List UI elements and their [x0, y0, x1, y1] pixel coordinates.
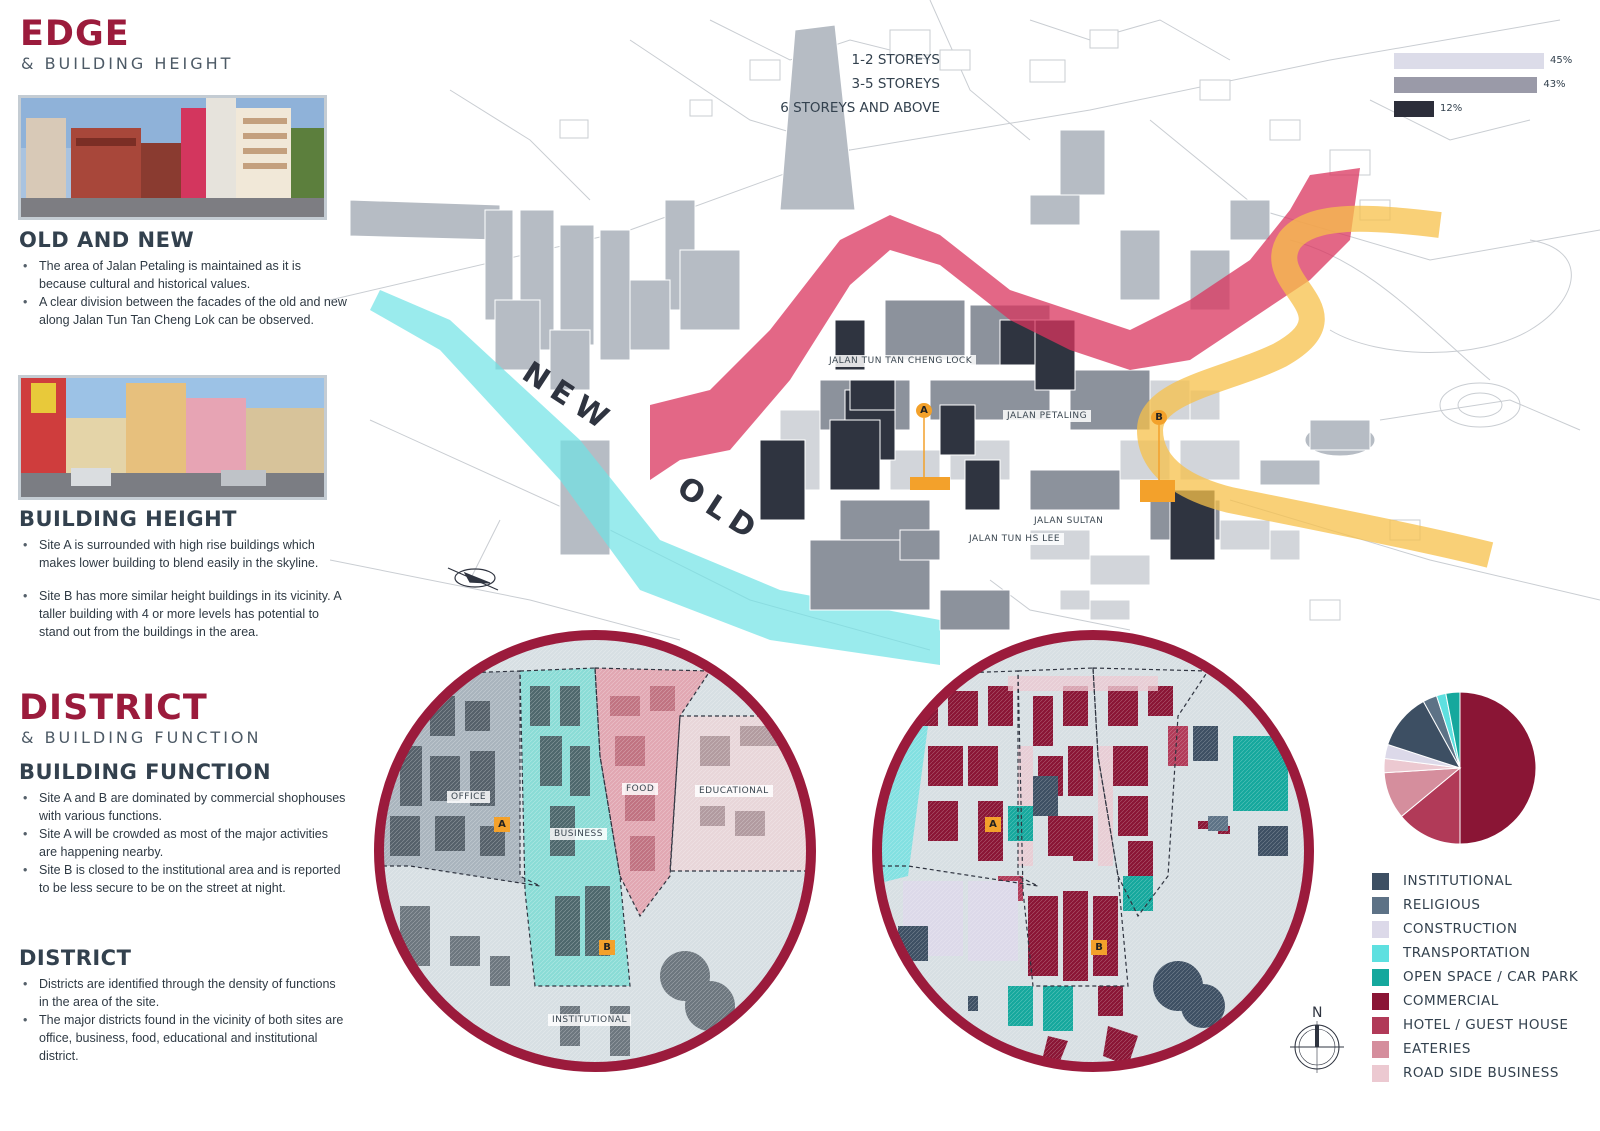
legend-label: ROAD SIDE BUSINESS: [1403, 1065, 1559, 1081]
legend-label: RELIGIOUS: [1403, 897, 1481, 913]
north-label: N: [1312, 1005, 1323, 1021]
function-circle-map: A B: [868, 626, 1318, 1076]
legend-item: COMMERCIAL: [1372, 992, 1499, 1010]
building-height-heading: BUILDING HEIGHT: [19, 507, 237, 531]
building-height-bullet-2: Site B has more similar height buildings…: [23, 587, 347, 641]
street-photo-old-new: [18, 95, 327, 220]
axo-compass-icon: [447, 567, 499, 591]
legend-swatch: [1372, 1016, 1389, 1034]
legend-label: CONSTRUCTION: [1403, 921, 1518, 937]
legend-item: OPEN SPACE / CAR PARK: [1372, 968, 1578, 986]
old-new-heading: OLD AND NEW: [19, 228, 195, 252]
legend-item: EATERIES: [1372, 1040, 1471, 1058]
district-bullet-2: The major districts found in the vicinit…: [23, 1011, 347, 1065]
district-label-office: OFFICE: [447, 791, 491, 803]
legend-item: CONSTRUCTION: [1372, 920, 1518, 938]
legend-swatch: [1372, 992, 1389, 1010]
street-label-tan-cheng-lock: JALAN TUN TAN CHENG LOCK: [825, 355, 977, 367]
building-height-bullets: Site A is surrounded with high rise buil…: [21, 536, 347, 641]
legend-swatch: [1372, 944, 1389, 962]
district-bullet-1: Districts are identified through the den…: [23, 975, 347, 1011]
legend-item: TRANSPORTATION: [1372, 944, 1531, 962]
district-label-food: FOOD: [622, 783, 659, 795]
axonometric-height-map: NEW OLD JALAN TUN TAN CHENG LOCK JALAN P…: [330, 0, 1600, 670]
district-circle-map: OFFICE BUSINESS FOOD EDUCATIONAL INSTITU…: [370, 626, 820, 1076]
legend-item: INSTITUTIONAL: [1372, 872, 1512, 890]
legend-item: ROAD SIDE BUSINESS: [1372, 1064, 1559, 1082]
district-subtitle: & BUILDING FUNCTION: [21, 728, 262, 747]
function-pie-chart: [1380, 688, 1540, 848]
pie-slice: [1459, 691, 1537, 845]
building-height-bullet-1: Site A is surrounded with high rise buil…: [23, 536, 347, 572]
district-label-educational: EDUCATIONAL: [695, 785, 773, 797]
axo-site-a-marker: A: [916, 403, 932, 418]
building-function-heading: BUILDING FUNCTION: [19, 760, 272, 784]
legend-label: OPEN SPACE / CAR PARK: [1403, 969, 1579, 985]
building-function-bullets: Site A and B are dominated by commercial…: [21, 789, 347, 897]
street-label-hs-lee: JALAN TUN HS LEE: [965, 533, 1065, 545]
legend-label: EATERIES: [1403, 1041, 1471, 1057]
edge-title: EDGE: [20, 14, 130, 54]
district-site-b-marker: B: [599, 940, 615, 955]
legend-label: HOTEL / GUEST HOUSE: [1403, 1017, 1569, 1033]
legend-swatch: [1372, 1040, 1389, 1058]
district-heading: DISTRICT: [19, 946, 132, 970]
axo-site-b-marker: B: [1151, 410, 1167, 425]
district-site-a-marker: A: [494, 817, 510, 832]
legend-swatch: [1372, 896, 1389, 914]
legend-label: COMMERCIAL: [1403, 993, 1499, 1009]
old-new-bullet-1: The area of Jalan Petaling is maintained…: [23, 257, 347, 293]
street-photo-petaling: [18, 375, 327, 500]
building-function-bullet-2: Site A will be crowded as most of the ma…: [23, 825, 347, 861]
district-bullets: Districts are identified through the den…: [21, 975, 347, 1065]
function-site-b-marker: B: [1091, 940, 1107, 955]
district-label-institutional: INSTITUTIONAL: [548, 1014, 631, 1026]
pie-slice: [1445, 691, 1461, 769]
legend-swatch: [1372, 968, 1389, 986]
legend-swatch: [1372, 920, 1389, 938]
district-label-business: BUSINESS: [550, 828, 607, 840]
building-function-bullet-3: Site B is closed to the institutional ar…: [23, 861, 347, 897]
legend-label: TRANSPORTATION: [1403, 945, 1531, 961]
function-site-a-marker: A: [985, 817, 1001, 832]
district-title: DISTRICT: [19, 688, 208, 728]
north-compass: N: [1290, 1005, 1345, 1075]
north-arrow-icon: [1290, 1021, 1344, 1073]
street-label-petaling: JALAN PETALING: [1003, 410, 1092, 422]
old-new-bullets: The area of Jalan Petaling is maintained…: [21, 257, 347, 329]
legend-swatch: [1372, 1064, 1389, 1082]
legend-label: INSTITUTIONAL: [1403, 873, 1513, 889]
legend-item: RELIGIOUS: [1372, 896, 1480, 914]
legend-swatch: [1372, 872, 1389, 890]
street-label-sultan: JALAN SULTAN: [1030, 515, 1108, 527]
building-function-bullet-1: Site A and B are dominated by commercial…: [23, 789, 347, 825]
legend-item: HOTEL / GUEST HOUSE: [1372, 1016, 1568, 1034]
edge-subtitle: & BUILDING HEIGHT: [21, 54, 234, 73]
pie-slice: [1400, 766, 1461, 845]
old-new-bullet-2: A clear division between the facades of …: [23, 293, 347, 329]
